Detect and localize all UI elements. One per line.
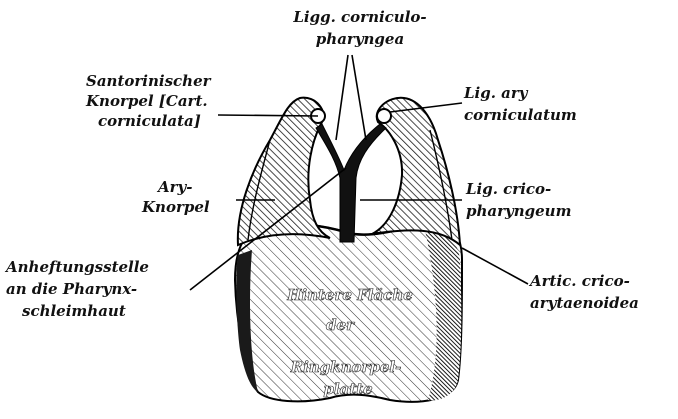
center-line3: Ringknorpel- [290,358,402,376]
label-anheftung-line1: Anheftungsstelle [4,258,149,276]
leader-artic [462,248,528,284]
right-arytenoid-cartilage [372,98,460,245]
label-santorini-line3: corniculata] [98,112,201,130]
center-line2: der [326,316,355,334]
label-ligg-corniculo-line1: Ligg. corniculo- [292,8,426,26]
left-arytenoid-cartilage [238,98,330,245]
label-ary-knorpel-line2: Knorpel [141,198,210,216]
label-lig-cricopharyngeum: Lig. crico- pharyngeum [465,180,571,220]
label-ligg-corniculo-line2: pharyngea [316,30,404,48]
label-santorinischer-knorpel: Santorinischer Knorpel [Cart. corniculat… [85,72,212,130]
center-line4: platte [323,380,372,398]
label-santorini-line1: Santorinischer [86,72,212,90]
leader-santorini [218,115,318,116]
center-line1: Hintere Fläche [286,286,413,304]
leader-ligg-corniculo-left [336,55,348,140]
label-anheftungsstelle: Anheftungsstelle an die Pharynx- schleim… [4,258,149,320]
label-lig-crico-line1: Lig. crico- [465,180,551,198]
label-lig-ary-line1: Lig. ary [463,84,529,102]
label-ligg-corniculopharyngea: Ligg. corniculo- pharyngea [292,8,426,48]
label-lig-arycorniculatum: Lig. ary corniculatum [463,84,577,124]
label-artic-cricoarytaenoidea: Artic. crico- arytaenoidea [528,272,639,312]
label-artic-line1: Artic. crico- [528,272,630,290]
label-anheftung-line3: schleimhaut [22,302,126,320]
label-ary-knorpel-line1: Ary- [156,178,192,196]
leader-ligg-corniculo-right [352,55,366,140]
label-lig-ary-line2: corniculatum [464,106,577,124]
label-artic-line2: arytaenoidea [530,294,639,312]
label-lig-crico-line2: pharyngeum [466,202,571,220]
label-ary-knorpel: Ary- Knorpel [141,178,210,216]
label-santorini-line2: Knorpel [Cart. [85,92,208,110]
label-anheftung-line2: an die Pharynx- [6,280,137,298]
